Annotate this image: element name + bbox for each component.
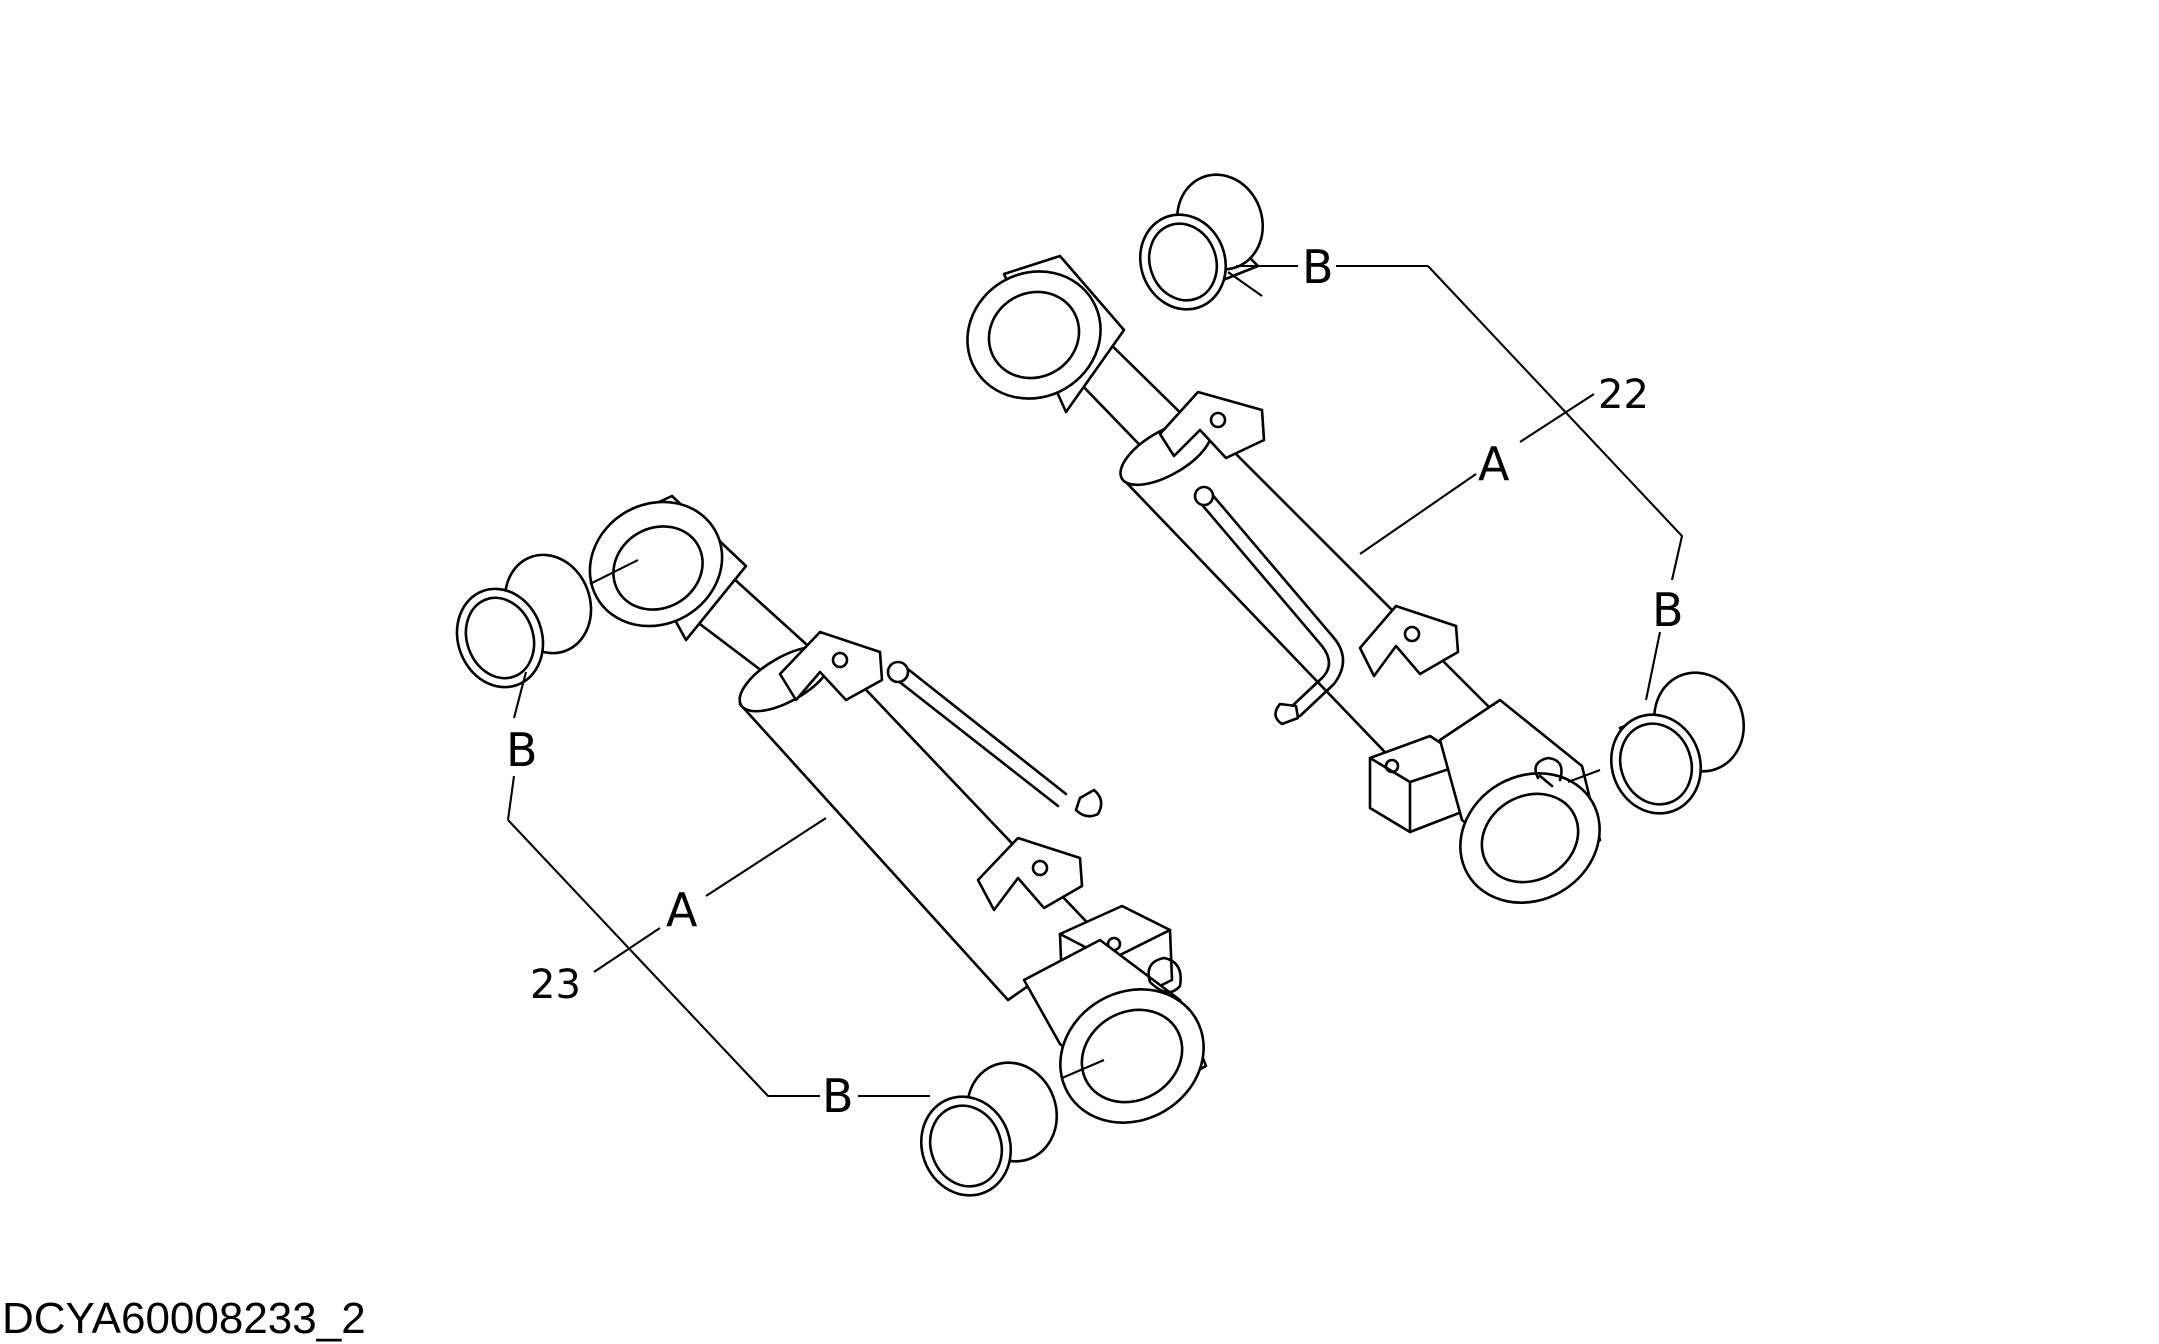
label-a-right: A — [1478, 437, 1510, 491]
cylinder-23-head-eye — [1022, 938, 1208, 1124]
label-b-right: B — [1652, 583, 1684, 637]
label-part-22: 22 — [1598, 372, 1649, 418]
cylinder-22-clamp-lower — [1358, 604, 1460, 678]
cylinder-23-clamp-lower — [976, 836, 1084, 912]
cylinder-23-barrel — [738, 645, 1102, 1002]
leader-lines — [506, 264, 1684, 1098]
bushing-22-rod — [1138, 173, 1265, 311]
cylinder-23 — [588, 494, 1208, 1124]
label-b-left: B — [506, 723, 538, 777]
cylinder-22-clamp-upper — [1158, 390, 1266, 460]
cylinder-22-barrel — [1119, 419, 1502, 774]
cylinder-22-hose — [1193, 485, 1345, 726]
cylinder-23-clamp-upper — [778, 630, 884, 702]
bushing-23-rod — [455, 553, 593, 689]
callout-labels: B B A 22 B B A 23 — [506, 240, 1684, 1123]
cylinder-22-head-eye — [1438, 698, 1602, 904]
cylinder-23-hose — [886, 660, 1103, 818]
cylinder-22 — [966, 254, 1602, 904]
cylinder-22-rod-eye — [966, 254, 1126, 414]
drawing-code: DCYA60008233_2 — [2, 1294, 366, 1343]
label-b-top-right: B — [1302, 240, 1334, 294]
bushing-22-head — [1609, 671, 1746, 815]
label-part-23: 23 — [530, 962, 581, 1008]
label-a-left: A — [666, 883, 698, 937]
label-b-bottom: B — [822, 1069, 854, 1123]
bushing-23-head — [919, 1061, 1059, 1197]
cylinder-23-rod-eye — [588, 494, 748, 642]
